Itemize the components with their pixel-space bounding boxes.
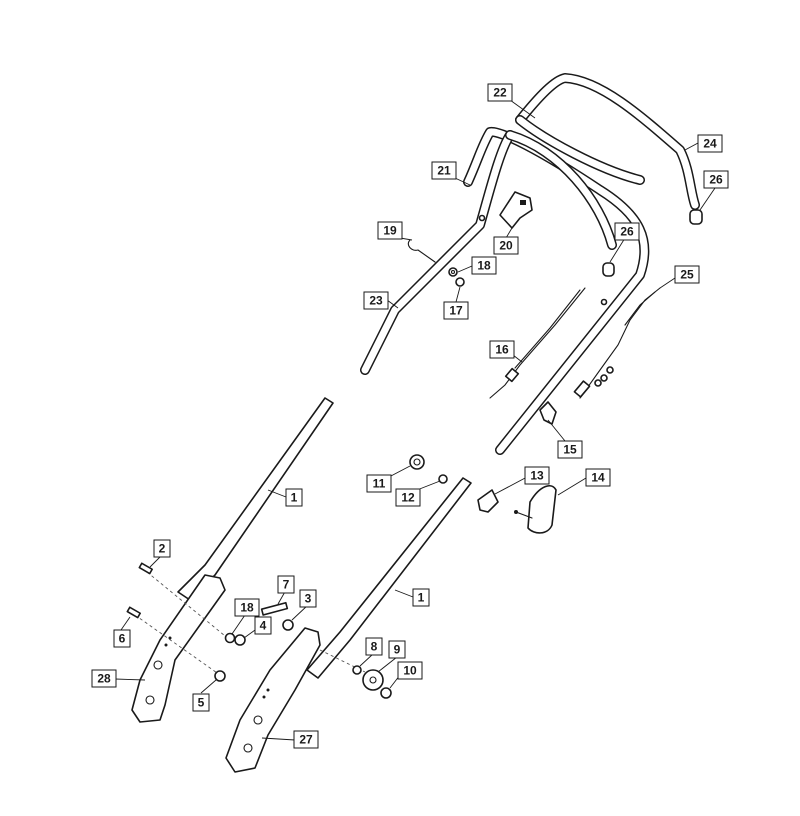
callout-11-text: 11 <box>373 477 386 491</box>
part-lower-tube-1-left <box>177 397 334 601</box>
callout-8: 8 <box>365 637 383 656</box>
callout-19: 19 <box>377 221 403 240</box>
part-handle-top-bar <box>515 73 700 210</box>
part-knob-9 <box>362 669 384 691</box>
part-side-bracket-28 <box>131 574 226 723</box>
callout-27-text: 27 <box>299 733 313 747</box>
callout-13: 13 <box>524 466 550 485</box>
part-cable-25 <box>573 287 661 399</box>
part-nut-4 <box>234 634 246 646</box>
part-washer-18-low <box>224 632 236 644</box>
callout-1-left: 1 <box>285 488 303 507</box>
callout-28-text: 28 <box>97 672 111 686</box>
callout-1-left-text: 1 <box>291 491 298 505</box>
callout-19-text: 19 <box>383 224 397 238</box>
callout-13-text: 13 <box>530 469 544 483</box>
callout-18-top: 18 <box>471 256 497 275</box>
callout-3: 3 <box>299 589 317 608</box>
callout-17-text: 17 <box>449 304 463 318</box>
leader-lines <box>114 99 716 741</box>
callout-7-text: 7 <box>283 578 290 592</box>
callout-16-text: 16 <box>495 343 509 357</box>
callout-21-text: 21 <box>437 164 451 178</box>
callout-4: 4 <box>254 616 272 635</box>
callout-8-text: 8 <box>371 640 378 654</box>
part-upper-handle <box>360 126 650 455</box>
callout-22: 22 <box>487 83 513 102</box>
callout-26-top-text: 26 <box>709 173 723 187</box>
callout-18-low-text: 18 <box>240 601 254 615</box>
callout-4-text: 4 <box>260 619 267 633</box>
callout-10-text: 10 <box>403 664 417 678</box>
callout-12: 12 <box>395 488 421 507</box>
callout-23: 23 <box>363 291 389 310</box>
callout-16: 16 <box>489 340 515 359</box>
callout-5-text: 5 <box>198 696 205 710</box>
part-nut-5 <box>214 670 226 682</box>
callout-21: 21 <box>431 161 457 180</box>
callout-28: 28 <box>91 669 117 688</box>
callout-3-text: 3 <box>305 592 312 606</box>
part-washer-8 <box>352 665 362 675</box>
part-end-cap-26-mid <box>602 262 615 277</box>
part-washer-18-top <box>448 267 458 277</box>
part-bolt-2 <box>138 562 153 575</box>
callout-25-text: 25 <box>680 268 694 282</box>
part-hook-19 <box>407 239 436 263</box>
callout-9-text: 9 <box>394 643 401 657</box>
callout-15-text: 15 <box>563 443 577 457</box>
callout-23-text: 23 <box>369 294 383 308</box>
part-bolt-6 <box>126 606 141 619</box>
callout-22-text: 22 <box>493 86 507 100</box>
part-lower-tube-1-right <box>306 477 472 679</box>
callout-1-right-text: 1 <box>418 591 425 605</box>
callout-18-top-text: 18 <box>477 259 491 273</box>
callout-24: 24 <box>697 134 723 153</box>
callout-26-mid-text: 26 <box>620 225 634 239</box>
callout-12-text: 12 <box>401 491 415 505</box>
callout-1-right: 1 <box>412 588 430 607</box>
callout-6: 6 <box>113 629 131 648</box>
part-bolt-7 <box>260 601 289 616</box>
callout-5: 5 <box>192 693 210 712</box>
part-end-cap-26-top <box>689 209 703 225</box>
part-bracket-13 <box>477 489 499 513</box>
part-washer-3 <box>282 619 294 631</box>
callout-15: 15 <box>557 440 583 459</box>
part-nut-10 <box>380 687 392 699</box>
callout-25: 25 <box>674 265 700 284</box>
part-clip-15 <box>539 401 557 425</box>
part-knob-11 <box>409 454 425 470</box>
callout-10: 10 <box>397 661 423 680</box>
callout-20: 20 <box>493 236 519 255</box>
callout-11: 11 <box>366 474 392 493</box>
callout-9: 9 <box>388 640 406 659</box>
part-side-bracket-27 <box>225 627 321 773</box>
callout-14: 14 <box>585 468 611 487</box>
callout-17: 17 <box>443 301 469 320</box>
callout-27: 27 <box>293 730 319 749</box>
part-cable-guide-20 <box>499 191 533 229</box>
callout-24-text: 24 <box>703 137 717 151</box>
assembly-lines <box>134 571 366 676</box>
callout-26-top: 26 <box>703 170 729 189</box>
callout-20-text: 20 <box>499 239 513 253</box>
part-cable-16 <box>489 287 586 399</box>
callout-26-mid: 26 <box>614 222 640 241</box>
callout-14-text: 14 <box>591 471 605 485</box>
callout-7: 7 <box>277 575 295 594</box>
callout-2-text: 2 <box>159 542 166 556</box>
part-nut-17 <box>455 277 465 287</box>
part-lever-14 <box>514 485 557 534</box>
callout-18-low: 18 <box>234 598 260 617</box>
part-nut-12 <box>438 474 448 484</box>
callout-6-text: 6 <box>119 632 126 646</box>
callout-2: 2 <box>153 539 171 558</box>
